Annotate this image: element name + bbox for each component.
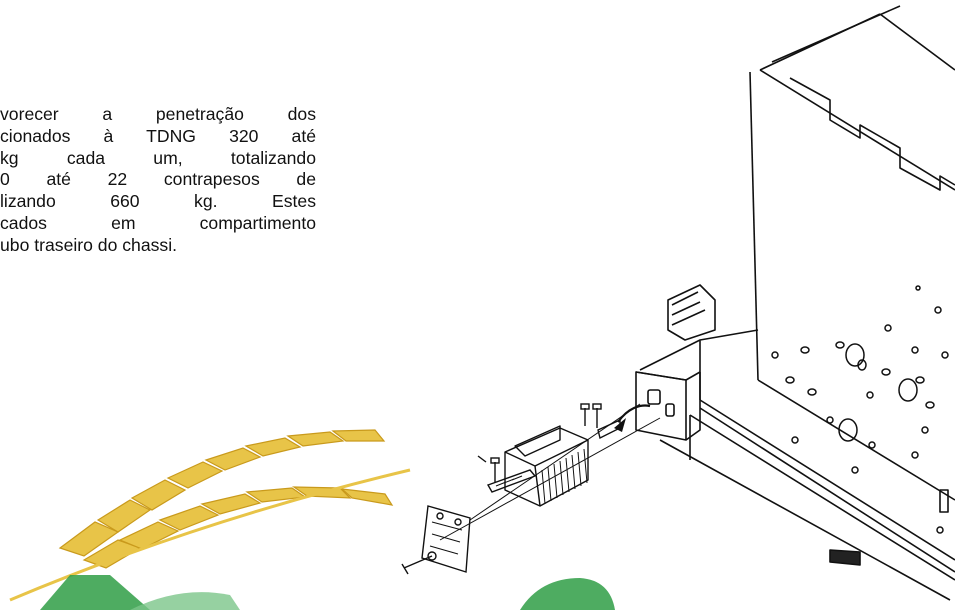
logo-green-shape-mid — [130, 592, 240, 610]
paragraph-line-2: cionados à TDNG 320 até — [0, 125, 316, 146]
paragraph-line-6: cados em compartimento — [0, 212, 316, 233]
assembly-guide-lines — [439, 403, 661, 541]
counterweight-block — [504, 425, 589, 507]
chassis-holes — [771, 285, 949, 534]
paragraph-line-4: 0 até 22 contrapesos de — [0, 169, 316, 190]
paragraph-line-7: ubo traseiro do chassi. — [0, 234, 178, 255]
tractor-chassis — [635, 5, 955, 601]
logo-swoosh — [9, 468, 411, 602]
insert-arrow-icon — [614, 418, 626, 432]
paragraph-line-1: vorecer a penetração dos — [0, 104, 316, 124]
counterweight-ribs — [541, 448, 588, 505]
instruction-paragraph: vorecer a penetração dos cionados à TDNG… — [0, 104, 316, 257]
logo-green-shape-left — [40, 575, 150, 610]
logo-green-shape-right — [520, 578, 615, 610]
paragraph-line-3: kg cada um, totalizando — [0, 147, 316, 168]
paragraph-line-5: lizando 660 kg. Estes — [0, 191, 316, 212]
wheat-ear-icon — [58, 429, 394, 569]
fastener-parts — [401, 403, 621, 575]
watermark-logo — [9, 429, 615, 610]
